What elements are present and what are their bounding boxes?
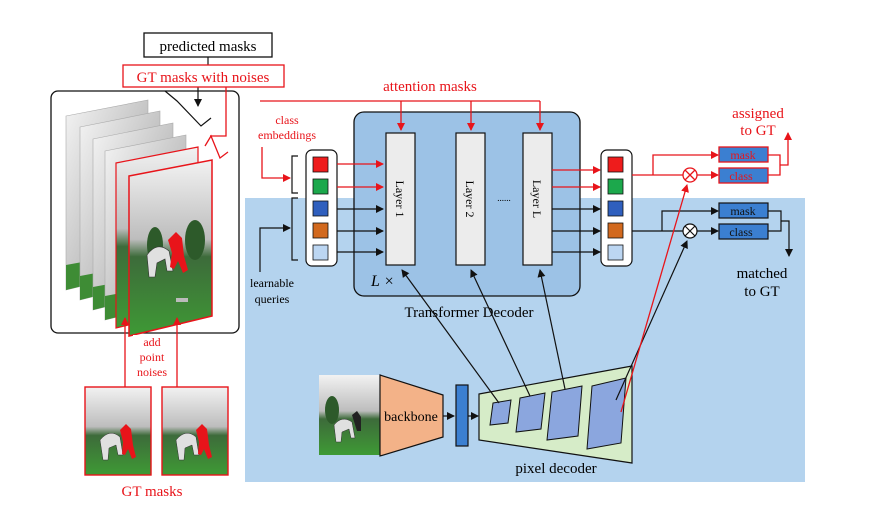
backbone-feature-bar: [455, 384, 469, 447]
layer-2: Layer 2: [455, 132, 486, 266]
feature-to-assigned: [620, 184, 689, 413]
gt-mask-image-1: [84, 386, 152, 476]
layer-2-label: Layer 2: [463, 181, 477, 218]
layer-count-label: L ×: [370, 273, 394, 290]
add-noise-label-1: add: [143, 335, 160, 349]
assigned-output-bracket: [768, 154, 781, 176]
gt-noise-label: GT masks with noises: [137, 70, 270, 86]
layer-l: Layer L: [522, 132, 553, 266]
layer-l-label: Layer L: [530, 180, 544, 218]
input-token-red: [312, 156, 329, 173]
feature-to-layer-1: [401, 269, 500, 404]
assigned-class-label: class: [729, 169, 753, 183]
class-embeddings-label-1: class: [275, 113, 299, 127]
learnable-queries-label-2: queries: [255, 292, 290, 306]
learnable-queries-arrow: [259, 224, 291, 272]
gt-mask-image-2: [161, 386, 229, 476]
output-token-green: [607, 178, 624, 195]
backbone-label: backbone: [384, 410, 438, 425]
matched-label-1: matched: [737, 266, 788, 282]
output-token-orange: [607, 222, 624, 239]
layer-1: Layer 1: [385, 132, 416, 266]
matched-class-label: class: [729, 225, 753, 239]
layer-1-label: Layer 1: [393, 181, 407, 218]
assigned-mask-label: mask: [730, 148, 755, 162]
predicted-masks-box: [143, 32, 273, 58]
input-token-blue: [312, 200, 329, 217]
assigned-label-1: assigned: [732, 106, 784, 122]
assigned-to-mask-arrow: [652, 151, 719, 175]
backbone-block: [379, 374, 444, 457]
pixel-decoder-label: pixel decoder: [515, 461, 596, 477]
attention-masks-label: attention masks: [383, 79, 477, 95]
input-bracket-black: [291, 197, 298, 261]
assigned-output-arrow: [780, 132, 792, 166]
add-noise-label-2: point: [140, 350, 165, 364]
input-token-green: [312, 178, 329, 195]
output-token-light: [607, 244, 624, 261]
output-token-blue: [607, 200, 624, 217]
image-stack: [65, 99, 213, 337]
layers-ellipsis: ......: [497, 193, 511, 203]
matched-mask-label: mask: [730, 204, 755, 218]
feature-map-3: [546, 385, 583, 441]
matched-to-mask-arrow: [661, 207, 719, 231]
input-token-light: [312, 244, 329, 261]
add-noise-label-3: noises: [137, 365, 167, 379]
gt-masks-label: GT masks: [122, 484, 183, 500]
feature-map-1: [489, 399, 512, 426]
output-token-red: [607, 156, 624, 173]
input-bracket-red: [291, 155, 298, 194]
feature-to-matched: [615, 240, 688, 401]
feature-to-layer-2: [470, 269, 531, 397]
gt-noise-arrow: [210, 87, 227, 137]
feature-map-4: [586, 377, 627, 450]
matched-output-arrow: [781, 220, 793, 257]
assigned-label-2: to GT: [740, 123, 775, 139]
backbone-input-image: [319, 375, 380, 455]
gt-noise-box: [122, 64, 285, 88]
class-embeddings-label-2: embeddings: [258, 128, 316, 142]
predicted-masks-bracket: [164, 90, 212, 127]
input-token-orange: [312, 222, 329, 239]
feature-map-2: [515, 392, 546, 433]
transformer-decoder-label: Transformer Decoder: [405, 305, 534, 321]
gt-noise-bracket: [204, 134, 229, 160]
feature-to-layer-l: [537, 269, 566, 390]
predicted-masks-label: predicted masks: [159, 39, 256, 55]
class-embeddings-arrow: [261, 147, 291, 182]
learnable-queries-label-1: learnable: [250, 276, 294, 290]
matched-label-2: to GT: [744, 284, 779, 300]
